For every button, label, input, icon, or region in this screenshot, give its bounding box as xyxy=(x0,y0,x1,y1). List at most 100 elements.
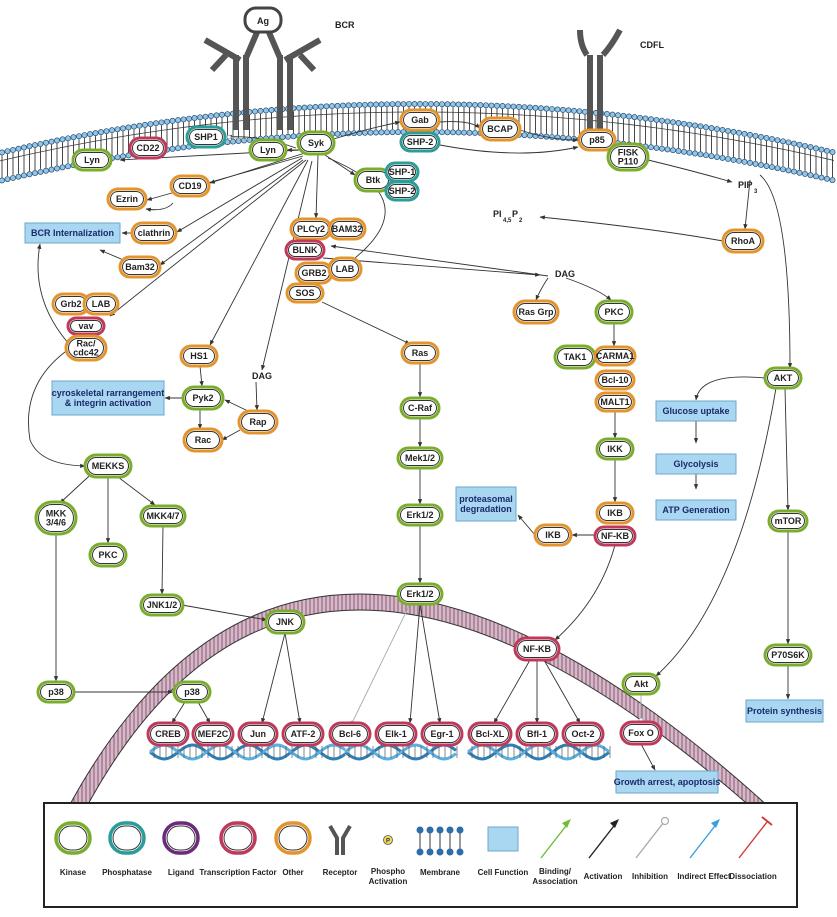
node-lab2: LAB xyxy=(82,292,120,316)
svg-text:AKT: AKT xyxy=(774,373,793,383)
node-bfl1: Bfl-1 xyxy=(515,721,559,747)
svg-text:MKK4/7: MKK4/7 xyxy=(146,511,179,521)
legend-inhibition: Inhibition xyxy=(632,816,670,881)
node-p70s6k: P70S6K xyxy=(763,643,813,667)
svg-text:2: 2 xyxy=(519,218,523,224)
node-rac: Rac xyxy=(182,427,224,453)
ag-ligand: Ag xyxy=(243,6,283,34)
svg-text:Indirect Effect: Indirect Effect xyxy=(677,872,731,881)
node-ikb2: IKB xyxy=(533,523,573,547)
svg-text:Egr-1: Egr-1 xyxy=(430,729,453,739)
svg-text:Growth arrest, apoptosis: Growth arrest, apoptosis xyxy=(614,777,721,787)
node-syk: Syk xyxy=(296,130,336,156)
svg-text:JNK: JNK xyxy=(276,617,295,627)
svg-text:vav: vav xyxy=(78,321,93,331)
svg-text:Binding/Association: Binding/Association xyxy=(532,867,577,886)
edge xyxy=(209,159,309,346)
edge xyxy=(254,381,259,411)
svg-text:Rap: Rap xyxy=(249,417,267,427)
box-glycolysis: Glycolysis xyxy=(655,453,737,475)
legend-receptor: Receptor xyxy=(323,824,358,877)
svg-text:GRB2: GRB2 xyxy=(301,268,326,278)
edge xyxy=(313,154,319,219)
svg-text:Pyk2: Pyk2 xyxy=(192,393,213,403)
legend-ligand: Ligand xyxy=(162,821,200,877)
node-hs1: HS1 xyxy=(179,344,219,368)
box-bcr-internalization: BCR Internalization xyxy=(24,222,121,244)
node-jnk: JNK xyxy=(264,609,306,635)
node-elk1: Elk-1 xyxy=(374,721,418,747)
edge xyxy=(694,376,766,401)
node-egr1: Egr-1 xyxy=(420,721,464,747)
svg-text:Fox O: Fox O xyxy=(628,728,654,738)
node-rac-cdc42: Rac/cdc42 xyxy=(64,334,108,362)
legend-indirect: Indirect Effect xyxy=(677,819,731,881)
svg-text:C-Raf: C-Raf xyxy=(408,403,433,413)
node-foxo: Fox O xyxy=(619,720,663,746)
svg-text:Elk-1: Elk-1 xyxy=(385,729,407,739)
node-bcl6: Bcl-6 xyxy=(328,721,372,747)
svg-text:Receptor: Receptor xyxy=(323,868,358,877)
node-atf2: ATF-2 xyxy=(281,721,325,747)
node-tak1: TAK1 xyxy=(553,344,597,370)
legend-activation: Activation xyxy=(584,819,622,881)
legend-other: Other xyxy=(274,821,312,877)
edge xyxy=(535,277,549,301)
legend-dissociation: Dissociation xyxy=(729,816,777,881)
svg-text:PKC: PKC xyxy=(604,307,624,317)
svg-text:ATP Generation: ATP Generation xyxy=(662,505,729,515)
dag-label-2: DAG xyxy=(252,371,272,381)
box-atp-generation: ATP Generation xyxy=(655,499,737,521)
svg-text:Jun: Jun xyxy=(250,729,266,739)
svg-text:MALT1: MALT1 xyxy=(600,397,629,407)
svg-text:SOS: SOS xyxy=(295,288,314,298)
svg-text:Bam32: Bam32 xyxy=(125,262,155,272)
svg-text:CREB: CREB xyxy=(155,729,181,739)
svg-text:Ezrin: Ezrin xyxy=(116,194,138,204)
svg-text:p38: p38 xyxy=(48,687,64,697)
node-pkc1: PKC xyxy=(594,299,634,325)
node-lyn2: Lyn xyxy=(248,138,288,162)
edge xyxy=(221,429,241,441)
legend-phosphatase: Phosphatase xyxy=(102,821,152,877)
svg-text:Dissociation: Dissociation xyxy=(729,872,777,881)
edge xyxy=(224,399,249,412)
svg-text:SHP1: SHP1 xyxy=(194,132,218,142)
node-craf: C-Raf xyxy=(399,396,441,420)
edge xyxy=(284,632,302,724)
svg-text:Rac/cdc42: Rac/cdc42 xyxy=(73,339,99,358)
node-ikb1: IKB xyxy=(595,501,635,525)
svg-text:BCR Internalization: BCR Internalization xyxy=(31,228,114,238)
box-protein-synthesis: Protein synthesis xyxy=(745,699,824,723)
edge xyxy=(321,301,411,345)
edge xyxy=(117,476,156,506)
svg-text:P: P xyxy=(512,209,518,219)
edge xyxy=(145,202,174,212)
svg-text:Btk: Btk xyxy=(366,175,381,185)
svg-text:SHP-1: SHP-1 xyxy=(389,167,416,177)
node-mkk47: MKK4/7 xyxy=(139,504,187,528)
node-ezrin: Ezrin xyxy=(106,187,148,211)
svg-text:cyroskeletal rarrangement& int: cyroskeletal rarrangement& integrin acti… xyxy=(52,388,165,408)
svg-text:Erk1/2: Erk1/2 xyxy=(406,589,433,599)
svg-text:NF-KB: NF-KB xyxy=(523,644,551,654)
edge xyxy=(197,701,211,724)
edge xyxy=(37,243,71,346)
box-growth-arrest: Growth arrest, apoptosis xyxy=(614,770,721,794)
legend-cell-function: Cell Function xyxy=(478,826,528,877)
svg-text:p85: p85 xyxy=(589,135,605,145)
cdfl-receptor xyxy=(577,28,623,140)
node-mekks: MEKKS xyxy=(83,453,133,479)
svg-text:IKK: IKK xyxy=(607,444,623,454)
svg-text:Bcl-6: Bcl-6 xyxy=(339,729,361,739)
edge xyxy=(539,215,724,242)
node-rhoa: RhoA xyxy=(721,228,765,254)
node-cd19: CD19 xyxy=(169,174,211,198)
edge xyxy=(439,144,579,154)
svg-text:Inhibition: Inhibition xyxy=(632,872,668,881)
